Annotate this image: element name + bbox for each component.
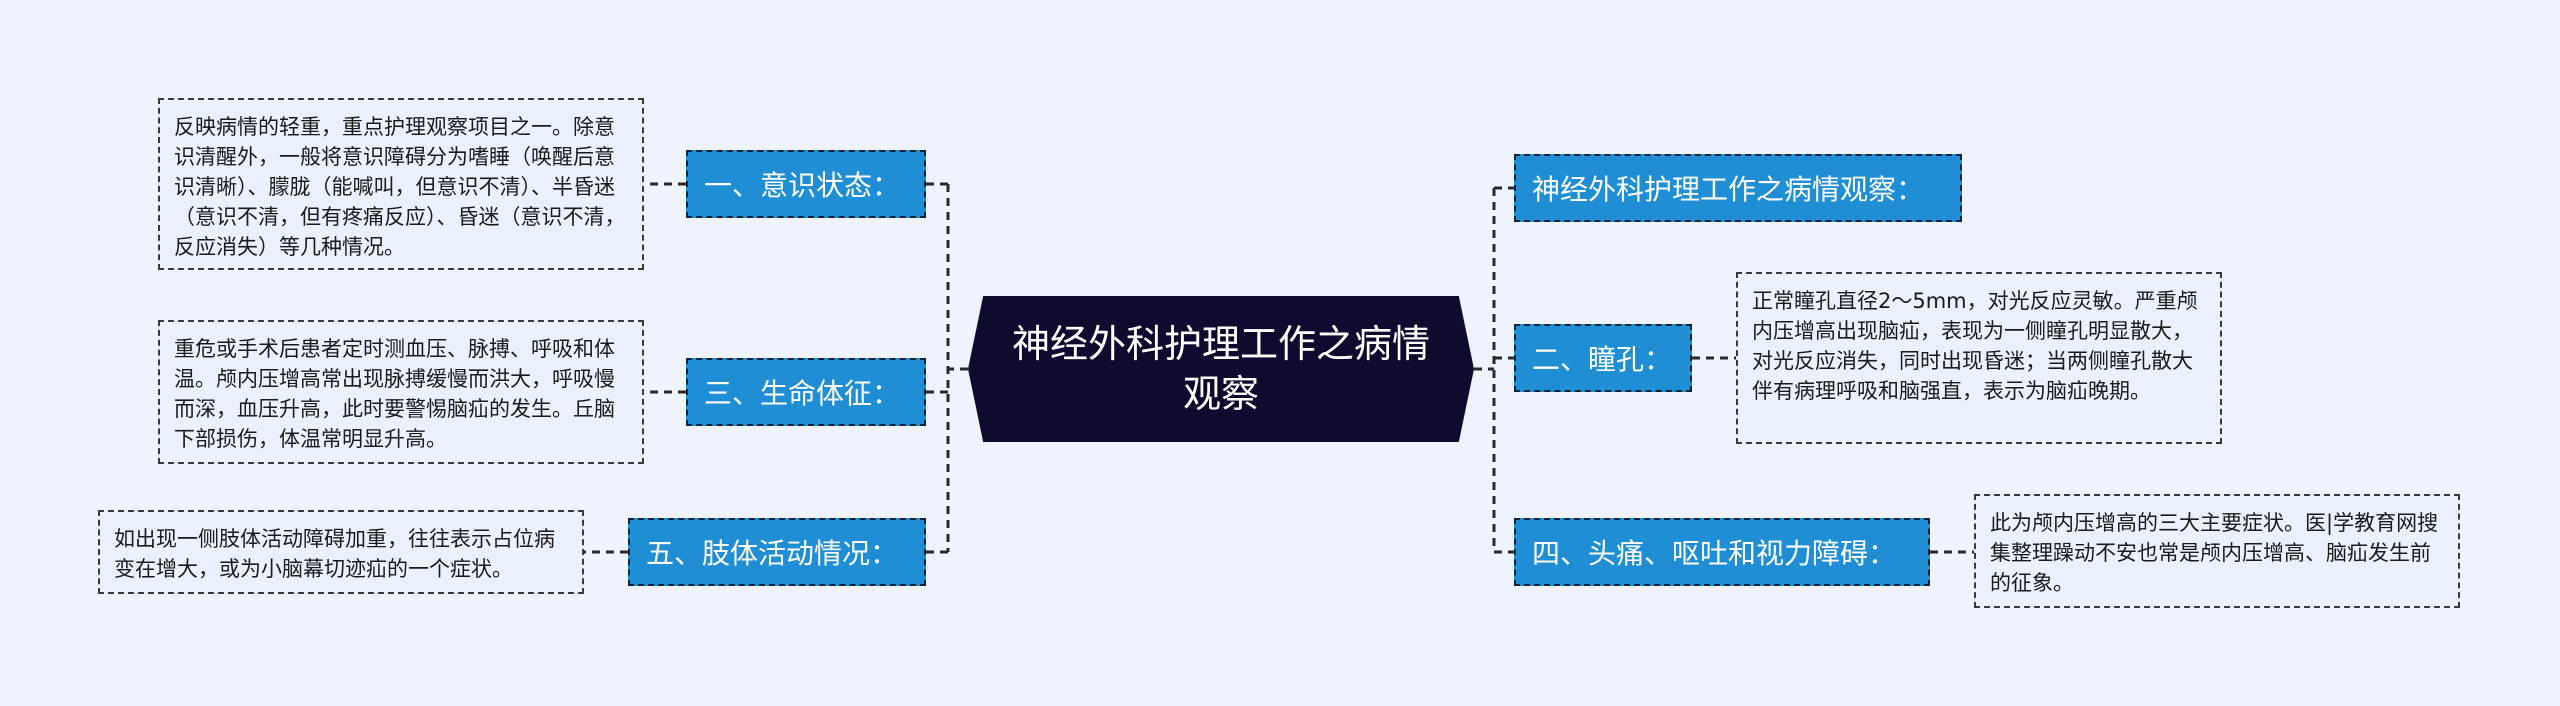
note-headache-vomiting-vision[interactable]: 此为颅内压增高的三大主要症状。医|学教育网搜集整理躁动不安也常是颅内压增高、脑疝…	[1974, 494, 2460, 608]
note-vital-signs[interactable]: 重危或手术后患者定时测血压、脉搏、呼吸和体温。颅内压增高常出现脉搏缓慢而洪大，呼…	[158, 320, 644, 464]
topic-pupil[interactable]: 二、瞳孔：	[1514, 324, 1692, 392]
topic-label: 三、生命体征：	[704, 377, 901, 410]
topic-label: 五、肢体活动情况：	[646, 537, 899, 570]
note-text: 如出现一侧肢体活动障碍加重，往往表示占位病变在增大，或为小脑幕切迹疝的一个症状。	[114, 527, 555, 581]
topic-vital-signs[interactable]: 三、生命体征：	[686, 358, 926, 426]
note-pupil[interactable]: 正常瞳孔直径2～5mm，对光反应灵敏。严重颅内压增高出现脑疝，表现为一侧瞳孔明显…	[1736, 272, 2222, 444]
note-text: 此为颅内压增高的三大主要症状。医|学教育网搜集整理躁动不安也常是颅内压增高、脑疝…	[1990, 511, 2439, 595]
topic-label: 二、瞳孔：	[1532, 343, 1673, 376]
note-limb-activity[interactable]: 如出现一侧肢体活动障碍加重，往往表示占位病变在增大，或为小脑幕切迹疝的一个症状。	[98, 510, 584, 594]
topic-label: 一、意识状态：	[704, 169, 901, 202]
root-topic[interactable]: 神经外科护理工作之病情观察	[968, 296, 1474, 442]
topic-headache-vomiting-vision[interactable]: 四、头痛、呕吐和视力障碍：	[1514, 518, 1930, 586]
note-text: 反映病情的轻重，重点护理观察项目之一。除意识清醒外，一般将意识障碍分为嗜睡（唤醒…	[174, 115, 626, 259]
note-text: 正常瞳孔直径2～5mm，对光反应灵敏。严重颅内压增高出现脑疝，表现为一侧瞳孔明显…	[1752, 289, 2198, 403]
topic-limb-activity[interactable]: 五、肢体活动情况：	[628, 518, 926, 586]
topic-label: 四、头痛、呕吐和视力障碍：	[1532, 537, 1897, 570]
topic-label: 神经外科护理工作之病情观察：	[1532, 173, 1925, 206]
note-consciousness[interactable]: 反映病情的轻重，重点护理观察项目之一。除意识清醒外，一般将意识障碍分为嗜睡（唤醒…	[158, 98, 644, 270]
topic-overview[interactable]: 神经外科护理工作之病情观察：	[1514, 154, 1962, 222]
note-text: 重危或手术后患者定时测血压、脉搏、呼吸和体温。颅内压增高常出现脉搏缓慢而洪大，呼…	[174, 337, 615, 451]
topic-consciousness[interactable]: 一、意识状态：	[686, 150, 926, 218]
root-title: 神经外科护理工作之病情观察	[1011, 322, 1430, 416]
